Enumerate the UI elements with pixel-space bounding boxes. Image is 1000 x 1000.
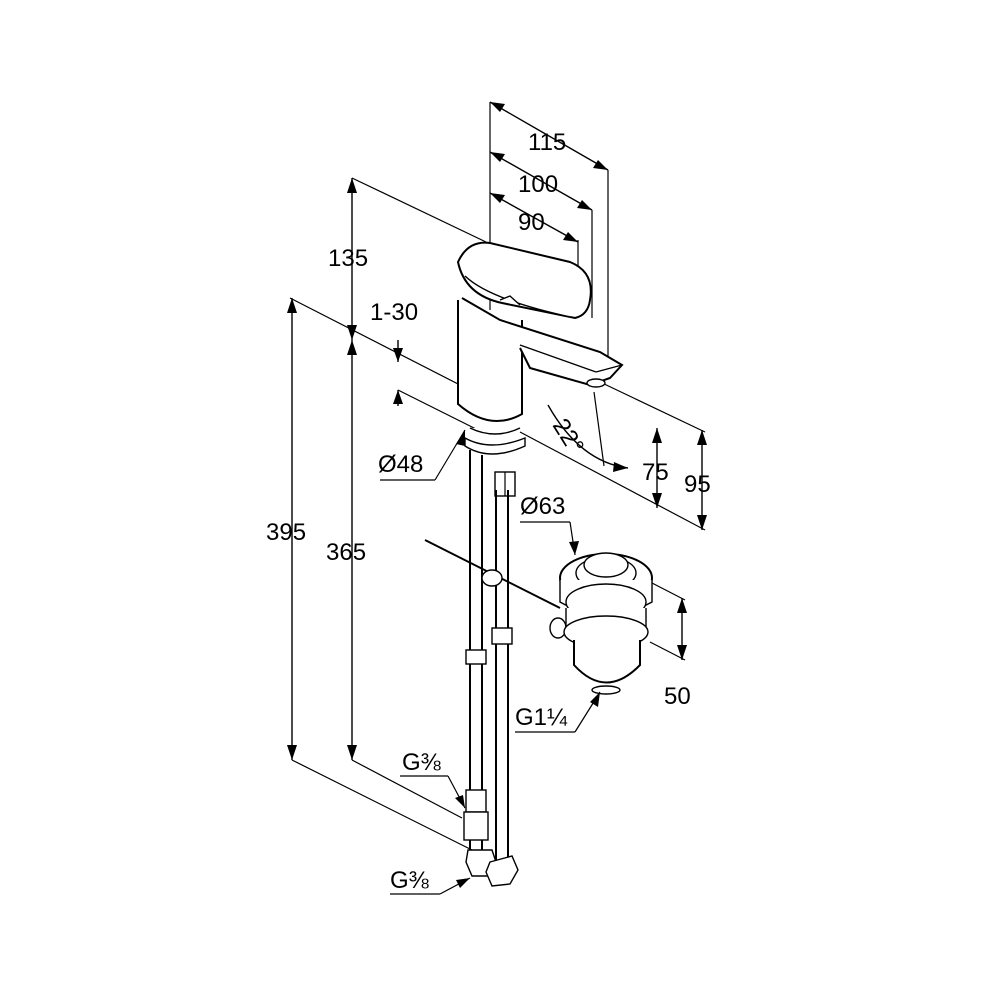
label-lever-reach: 90	[518, 209, 545, 236]
faucet-body	[456, 241, 624, 497]
label-waste-thread: G1¼	[515, 704, 568, 731]
label-total-hose-length: 395	[266, 519, 306, 546]
extension-lines	[289, 102, 706, 851]
supply-hoses	[463, 450, 519, 887]
dim-line-spout-reach	[489, 151, 593, 211]
label-tap-height: 135	[328, 245, 368, 272]
label-overall-reach: 115	[528, 129, 566, 156]
label-body-diameter: Ø48	[378, 451, 423, 478]
popup-rod	[424, 539, 567, 639]
label-hose-thread-upper: G⅜	[402, 749, 442, 776]
label-spout-reach: 100	[518, 171, 558, 198]
dim-line-lever-reach	[489, 192, 579, 243]
dim-line-overall-reach	[489, 101, 609, 171]
label-waste-height: 50	[664, 683, 691, 710]
dimension-lines	[287, 101, 707, 760]
label-spout-angle: 22°	[547, 414, 589, 459]
label-outlet-height: 95	[684, 471, 711, 498]
label-deck-thickness: 1-30	[370, 299, 418, 326]
dimension-labels: 115 100 90 135 1-30 Ø48 22° 75 95 Ø63 50…	[266, 129, 711, 894]
label-waste-diameter: Ø63	[520, 493, 565, 520]
label-hose-length: 365	[326, 539, 366, 566]
label-hose-thread-lower: G⅜	[390, 867, 430, 894]
label-spout-clearance: 75	[642, 459, 669, 486]
waste-fitting	[559, 552, 653, 695]
leader-lines	[380, 429, 601, 895]
